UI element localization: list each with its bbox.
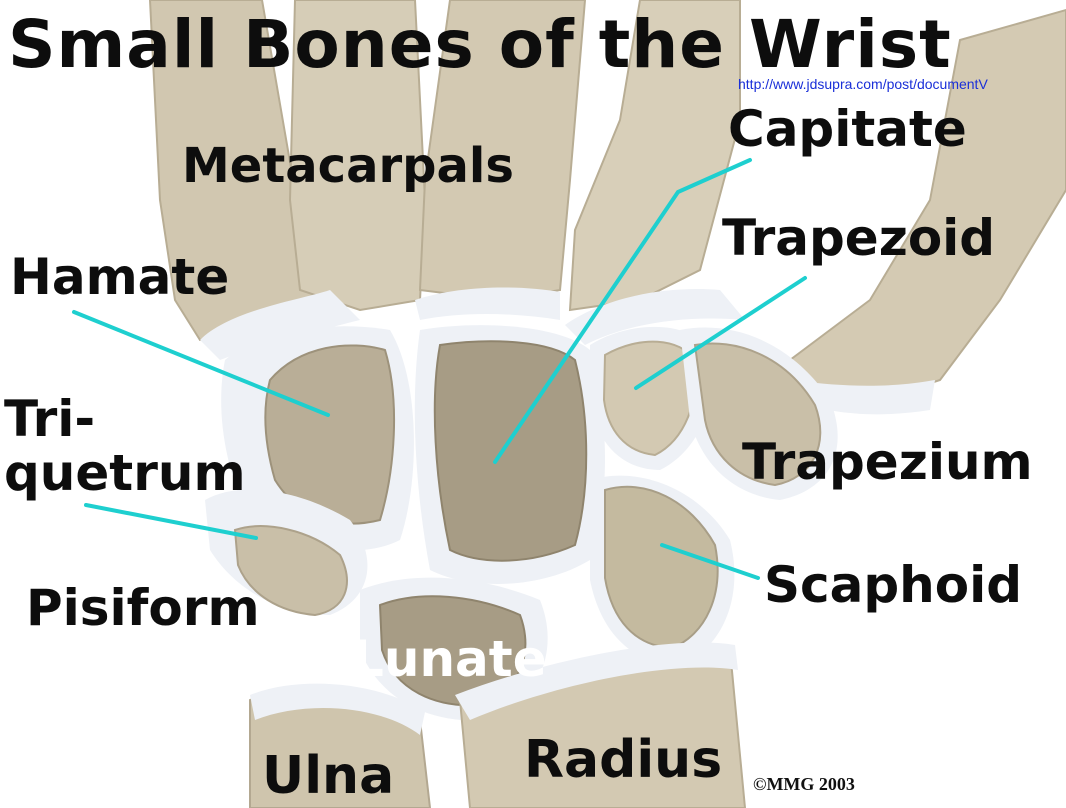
label-trapezoid: Trapezoid [722,213,995,263]
label-triquetrum-line2: quetrum [4,446,246,500]
copyright-notice: ©MMG 2003 [753,774,855,795]
label-capitate: Capitate [728,104,967,154]
label-triquetrum: Tri- quetrum [4,392,246,500]
label-radius: Radius [524,734,722,786]
label-hamate: Hamate [10,252,229,302]
source-url-link[interactable]: http://www.jdsupra.com/post/documentV [738,76,1066,92]
diagram-title: Small Bones of the Wrist [8,12,952,78]
label-lunate: Lunate [352,634,547,684]
capitate-bone [435,341,586,560]
label-triquetrum-line1: Tri- [4,392,246,446]
label-trapezium: Trapezium [742,437,1033,487]
label-pisiform: Pisiform [26,583,260,633]
label-scaphoid: Scaphoid [764,560,1022,610]
label-ulna: Ulna [262,750,394,802]
label-metacarpals: Metacarpals [182,142,514,190]
